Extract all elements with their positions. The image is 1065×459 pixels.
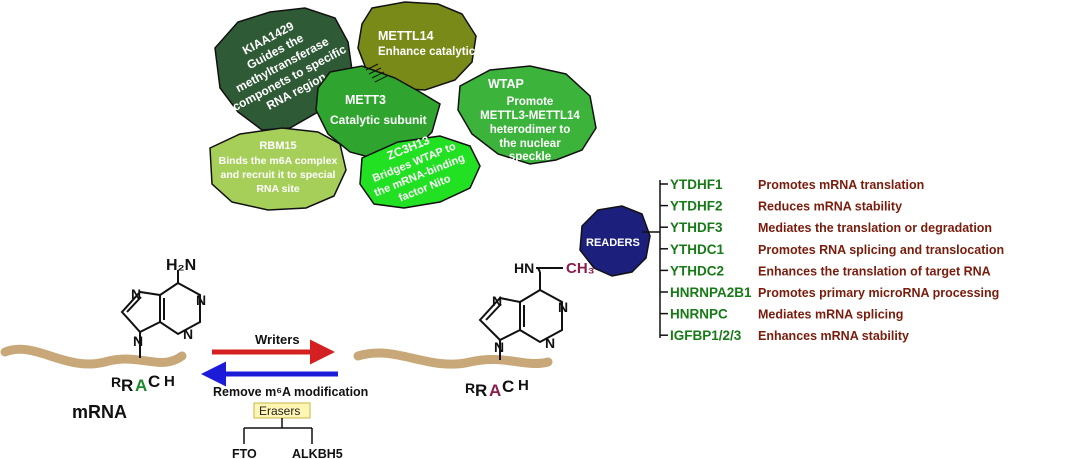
writers-label: Writers — [255, 332, 300, 347]
right-ch3-label: CH₃ — [566, 260, 595, 277]
reader-name: YTDHF2 — [670, 199, 723, 214]
mettl-link — [365, 63, 388, 83]
wtap-line1: Promote — [507, 96, 554, 108]
reader-function: Mediates mRNA splicing — [758, 308, 903, 322]
reader-function: Enhances mRNA stability — [758, 329, 909, 343]
reader-name: YTDHF1 — [670, 177, 723, 192]
reader-function: Mediates the translation or degradation — [758, 221, 992, 235]
wtap-line4: the nuclear — [499, 138, 561, 150]
left-motif-r2: R — [121, 376, 133, 395]
reader-name: IGFBP1/2/3 — [670, 328, 742, 343]
reader-name: HNRNPA2B1 — [670, 285, 752, 300]
reader-function: Promotes RNA splicing and translocation — [758, 243, 1004, 257]
right-m6a-structure — [478, 267, 563, 360]
reader-name: YTHDC2 — [670, 263, 724, 278]
zc3h13-blob: ZC3H13 Bridges WTAP to the mRNA-binding … — [359, 133, 481, 209]
mettl3-name: METT3 — [345, 93, 386, 107]
mettl14-line1: Enhance catalytic — [378, 46, 476, 58]
left-motif-r1: R — [111, 374, 121, 390]
rbm15-line1: Binds the m6A complex — [219, 155, 338, 167]
left-adenosine-structure — [120, 270, 201, 358]
mettl3-line1: Catalytic subunit — [330, 113, 427, 127]
right-motif-r1: R — [465, 380, 475, 396]
rbm15-line3: RNA site — [256, 183, 300, 195]
right-motif-c: C — [502, 377, 514, 396]
reader-function: Promotes mRNA translation — [758, 178, 924, 192]
left-n-atom-2: N — [196, 292, 206, 308]
right-mrna-strand — [353, 348, 553, 369]
rbm15-name: RBM15 — [259, 140, 296, 152]
left-motif-a: A — [135, 376, 147, 395]
mrna-label: mRNA — [72, 402, 127, 422]
left-motif-c: C — [148, 372, 160, 391]
left-amine-label: H₂N — [166, 257, 196, 274]
left-motif-h: H — [164, 373, 175, 390]
right-motif-r2: R — [475, 381, 487, 400]
wtap-line3: heterodimer to — [490, 124, 571, 136]
right-n-atom-2: N — [558, 299, 568, 315]
wtap-name: WTAP — [488, 77, 524, 91]
left-n-atom-3: N — [183, 326, 193, 342]
right-n-atom-4: N — [494, 339, 504, 355]
right-nh-label: HN — [514, 260, 534, 276]
wtap-line5: speckle — [509, 151, 551, 163]
remove-m6a-label: Remove m⁶A modification — [213, 385, 368, 399]
reader-name: YTHDC1 — [670, 242, 724, 257]
rbm15-blob: RBM15 Binds the m6A complex and recruit … — [209, 127, 347, 211]
eraser-fto: FTO — [232, 447, 257, 459]
erasers-label: Erasers — [259, 404, 300, 418]
right-n-atom-3: N — [545, 335, 555, 351]
erasers-tree — [243, 418, 313, 444]
left-mrna-strand — [0, 344, 187, 369]
reader-function: Reduces mRNA stability — [758, 200, 902, 214]
left-n-atom-1: N — [131, 286, 141, 302]
reader-function: Promotes primary microRNA processing — [758, 286, 999, 300]
right-n-atom-1: N — [492, 293, 502, 309]
mettl3-blob: METT3 Catalytic subunit — [315, 65, 441, 161]
mettl14-blob: METTL14 Enhance catalytic — [357, 1, 477, 91]
readers-blob: READERS — [579, 205, 651, 277]
right-motif-a: A — [489, 381, 501, 400]
left-n-atom-4: N — [133, 333, 143, 349]
reader-function: Enhances the translation of target RNA — [758, 264, 991, 278]
right-motif-h: H — [518, 377, 529, 394]
readers-label: READERS — [586, 237, 640, 249]
reader-name: HNRNPC — [670, 307, 728, 322]
reader-name: YTHDF3 — [670, 220, 723, 235]
rbm15-line2: and recruit it to special — [221, 169, 336, 181]
mettl14-name: METTL14 — [378, 29, 434, 43]
wtap-blob: WTAP Promote METTL3-METTL14 heterodimer … — [457, 65, 597, 165]
eraser-alkbh5: ALKBH5 — [292, 447, 343, 459]
wtap-line2: METTL3-METTL14 — [480, 110, 580, 122]
